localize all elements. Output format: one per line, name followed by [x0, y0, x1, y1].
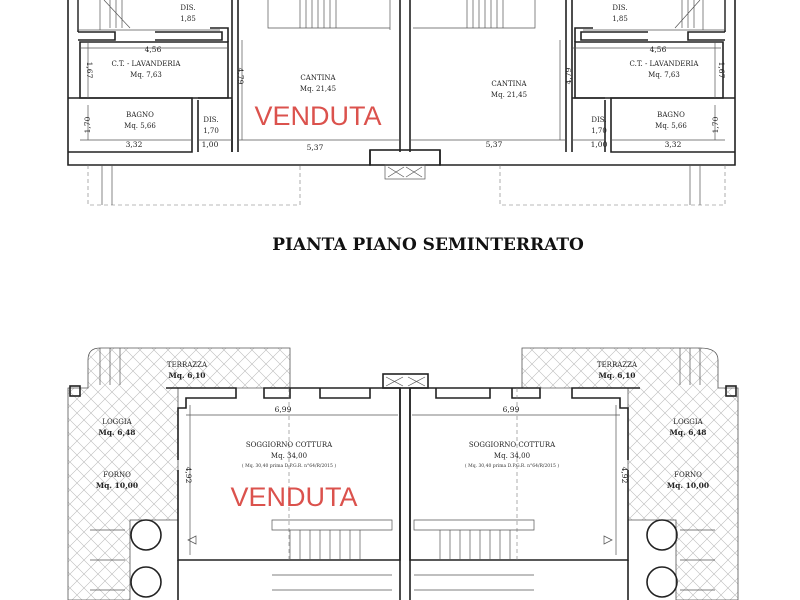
forno-label-right: FORNO [674, 471, 702, 479]
bagno-area: Mq. 5,66 [124, 122, 156, 130]
stairs-right [413, 0, 726, 31]
plan-title: PIANTA PIANO SEMINTERRATO [272, 235, 584, 255]
lavanderia-width: 4,56 [145, 45, 162, 54]
loggia-area-right: Mq. 6,48 [669, 428, 706, 437]
forno-area: Mq. 10,00 [96, 481, 138, 490]
lavanderia-depth: 1,67 [85, 62, 94, 79]
loggia-label: LOGGIA [102, 418, 132, 426]
lavanderia-area-right: Mq. 7,63 [648, 71, 680, 79]
bagno-width: 3,32 [126, 140, 143, 149]
soggiorno-note-right: ( Mq. 30,40 prima D.P.G.R. n°64/R/2015 ) [465, 462, 559, 469]
stairs-left [77, 0, 391, 31]
basement-plan: DIS. 1,85 4,56 1,67 C.T. - LAVANDERIA Mq… [67, 0, 736, 206]
bagno-depth: 1,70 [83, 116, 92, 133]
soggiorno-note: ( Mq. 30,40 prima D.P.G.R. n°64/R/2015 ) [242, 462, 336, 469]
column-circle [646, 519, 678, 551]
column-circle [646, 566, 678, 598]
dis-bottom-label: DIS. [203, 116, 218, 124]
cantina-depth: 4,79 [236, 68, 245, 85]
soggiorno-width: 6,99 [275, 405, 292, 414]
soggiorno-depth-right: 4,92 [620, 467, 629, 484]
cantina-label-right: CANTINA [491, 80, 527, 88]
soggiorno-width-right: 6,99 [503, 405, 520, 414]
dis-top-value-right: 1,85 [612, 15, 628, 23]
cantina-width: 5,37 [307, 143, 324, 152]
lavanderia-width-right: 4,56 [650, 45, 667, 54]
sold-stamp-bottom: VENDUTA [230, 482, 357, 512]
dis-bottom-value-right: 1,70 [591, 127, 607, 135]
dis-top-label-right: DIS. [612, 4, 627, 12]
cantina-depth-right: 4,79 [564, 67, 573, 84]
soggiorno-area: Mq. 34,00 [271, 452, 307, 460]
loggia-area: Mq. 6,48 [98, 428, 135, 437]
terrazza-label: TERRAZZA [167, 361, 208, 369]
dis-bottom-value: 1,70 [203, 127, 219, 135]
lavanderia-label: C.T. - LAVANDERIA [112, 60, 182, 68]
lavanderia-depth-right: 1,67 [717, 62, 726, 79]
sold-stamp-top: VENDUTA [254, 101, 381, 131]
bagno-label-right: BAGNO [657, 111, 685, 119]
column-circle [130, 519, 162, 551]
column-circle [130, 566, 162, 598]
dis-bottom-width-right: 1,00 [591, 140, 608, 149]
cantina-width-right: 5,37 [486, 140, 503, 149]
bagno-label: BAGNO [126, 111, 154, 119]
bagno-width-right: 3,32 [665, 140, 682, 149]
dis-bottom-label-right: DIS. [591, 116, 606, 124]
dis-top-value: 1,85 [180, 15, 196, 23]
terrazza-label-right: TERRAZZA [597, 361, 638, 369]
soggiorno-label: SOGGIORNO COTTURA [246, 441, 333, 449]
lavanderia-label-right: C.T. - LAVANDERIA [630, 60, 700, 68]
loggia-label-right: LOGGIA [673, 418, 703, 426]
soggiorno-area-right: Mq. 34,00 [494, 452, 530, 460]
cantina-label: CANTINA [300, 74, 336, 82]
bagno-depth-right: 1,70 [711, 116, 720, 133]
forno-label: FORNO [103, 471, 131, 479]
stairs-ground [90, 519, 715, 591]
lavanderia-area: Mq. 7,63 [130, 71, 162, 79]
cantina-area-right: Mq. 21,45 [491, 91, 527, 99]
bagno-area-right: Mq. 5,66 [655, 122, 687, 130]
dis-bottom-width: 1,00 [202, 140, 219, 149]
dis-top-label: DIS. [180, 4, 195, 12]
soggiorno-label-right: SOGGIORNO COTTURA [469, 441, 556, 449]
terrazza-area: Mq. 6,10 [168, 371, 205, 380]
cantina-area: Mq. 21,45 [300, 85, 336, 93]
soggiorno-depth: 4,92 [184, 467, 193, 484]
ground-plan: TERRAZZA Mq. 6,10 LOGGIA Mq. 6,48 FORNO … [67, 347, 739, 600]
terrazza-area-right: Mq. 6,10 [598, 371, 635, 380]
forno-area-right: Mq. 10,00 [667, 481, 709, 490]
